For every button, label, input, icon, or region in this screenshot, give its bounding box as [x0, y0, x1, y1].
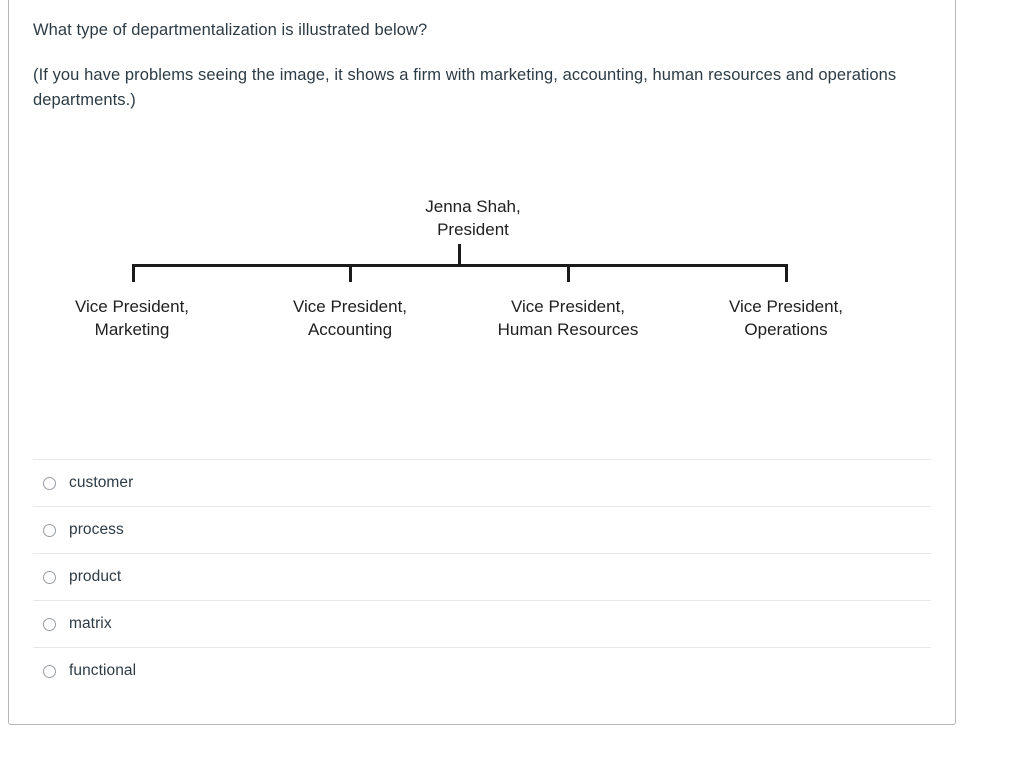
- radio-icon-functional[interactable]: [43, 664, 56, 678]
- radio-icon-matrix[interactable]: [43, 617, 56, 631]
- answer-label-customer: customer: [69, 474, 134, 492]
- answer-option-product[interactable]: product: [33, 553, 931, 600]
- question-prompt: What type of departmentalization is illu…: [33, 21, 428, 39]
- answer-option-customer[interactable]: customer: [33, 459, 931, 506]
- org-node-vp-operations-line2: Operations: [744, 320, 828, 340]
- org-node-president: Jenna Shah, President: [33, 195, 913, 242]
- org-node-vp-human-resources-line2: Human Resources: [497, 320, 639, 340]
- radio-icon-product[interactable]: [43, 570, 56, 584]
- answer-option-functional[interactable]: functional: [33, 647, 931, 694]
- org-node-vp-operations: Vice President, Operations: [686, 295, 886, 342]
- org-node-vp-marketing-line1: Vice President,: [74, 297, 190, 316]
- org-node-president-line2: President: [437, 220, 509, 240]
- connector-president-stem: [458, 244, 461, 266]
- org-node-vp-human-resources-line1: Vice President,: [510, 297, 626, 316]
- radio-icon-process[interactable]: [43, 523, 56, 537]
- org-node-vp-accounting-line2: Accounting: [307, 320, 393, 340]
- org-node-vp-accounting-line1: Vice President,: [292, 297, 408, 316]
- answer-label-matrix: matrix: [69, 615, 112, 633]
- org-node-vp-marketing-line2: Marketing: [94, 320, 170, 340]
- connector-drop-accounting: [349, 265, 352, 282]
- answer-option-matrix[interactable]: matrix: [33, 600, 931, 647]
- org-node-vp-marketing: Vice President, Marketing: [32, 295, 232, 342]
- org-node-president-line1: Jenna Shah,: [425, 197, 521, 216]
- question-body: What type of departmentalization is illu…: [9, 0, 955, 114]
- connector-drop-operations: [785, 265, 788, 282]
- org-node-vp-accounting: Vice President, Accounting: [250, 295, 450, 342]
- org-chart-diagram: Jenna Shah, President Vice President, Ma…: [33, 173, 913, 373]
- question-card: What type of departmentalization is illu…: [8, 0, 956, 725]
- connector-drop-human-resources: [567, 265, 570, 282]
- answer-options-list: customer process product matrix function…: [33, 459, 931, 694]
- answer-label-product: product: [69, 568, 122, 586]
- answer-option-process[interactable]: process: [33, 506, 931, 553]
- connector-horizontal-bus: [132, 264, 788, 267]
- answer-label-functional: functional: [69, 662, 137, 680]
- question-accessibility-note: (If you have problems seeing the image, …: [33, 65, 897, 110]
- radio-icon-customer[interactable]: [43, 476, 56, 490]
- org-node-vp-operations-line1: Vice President,: [728, 297, 844, 316]
- answer-label-process: process: [69, 521, 124, 539]
- connector-drop-marketing: [132, 265, 135, 282]
- org-node-vp-human-resources: Vice President, Human Resources: [468, 295, 668, 342]
